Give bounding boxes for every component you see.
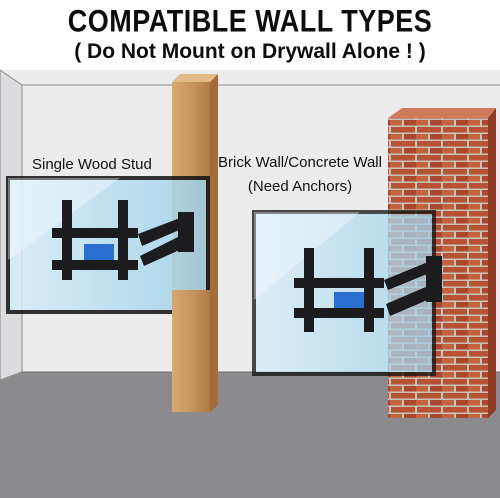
label-need-anchors: (Need Anchors) (247, 178, 353, 195)
page-subtitle: ( Do Not Mount on Drywall Alone ! ) (74, 40, 426, 63)
floor (0, 372, 500, 498)
label-brick-wall: Brick Wall/Concrete Wall (218, 154, 382, 171)
wall-mount-left (52, 200, 194, 280)
wall-mount-right (294, 248, 442, 332)
page-title: COMPATIBLE WALL TYPES (67, 4, 433, 39)
label-single-wood-stud: Single Wood Stud (32, 156, 152, 173)
